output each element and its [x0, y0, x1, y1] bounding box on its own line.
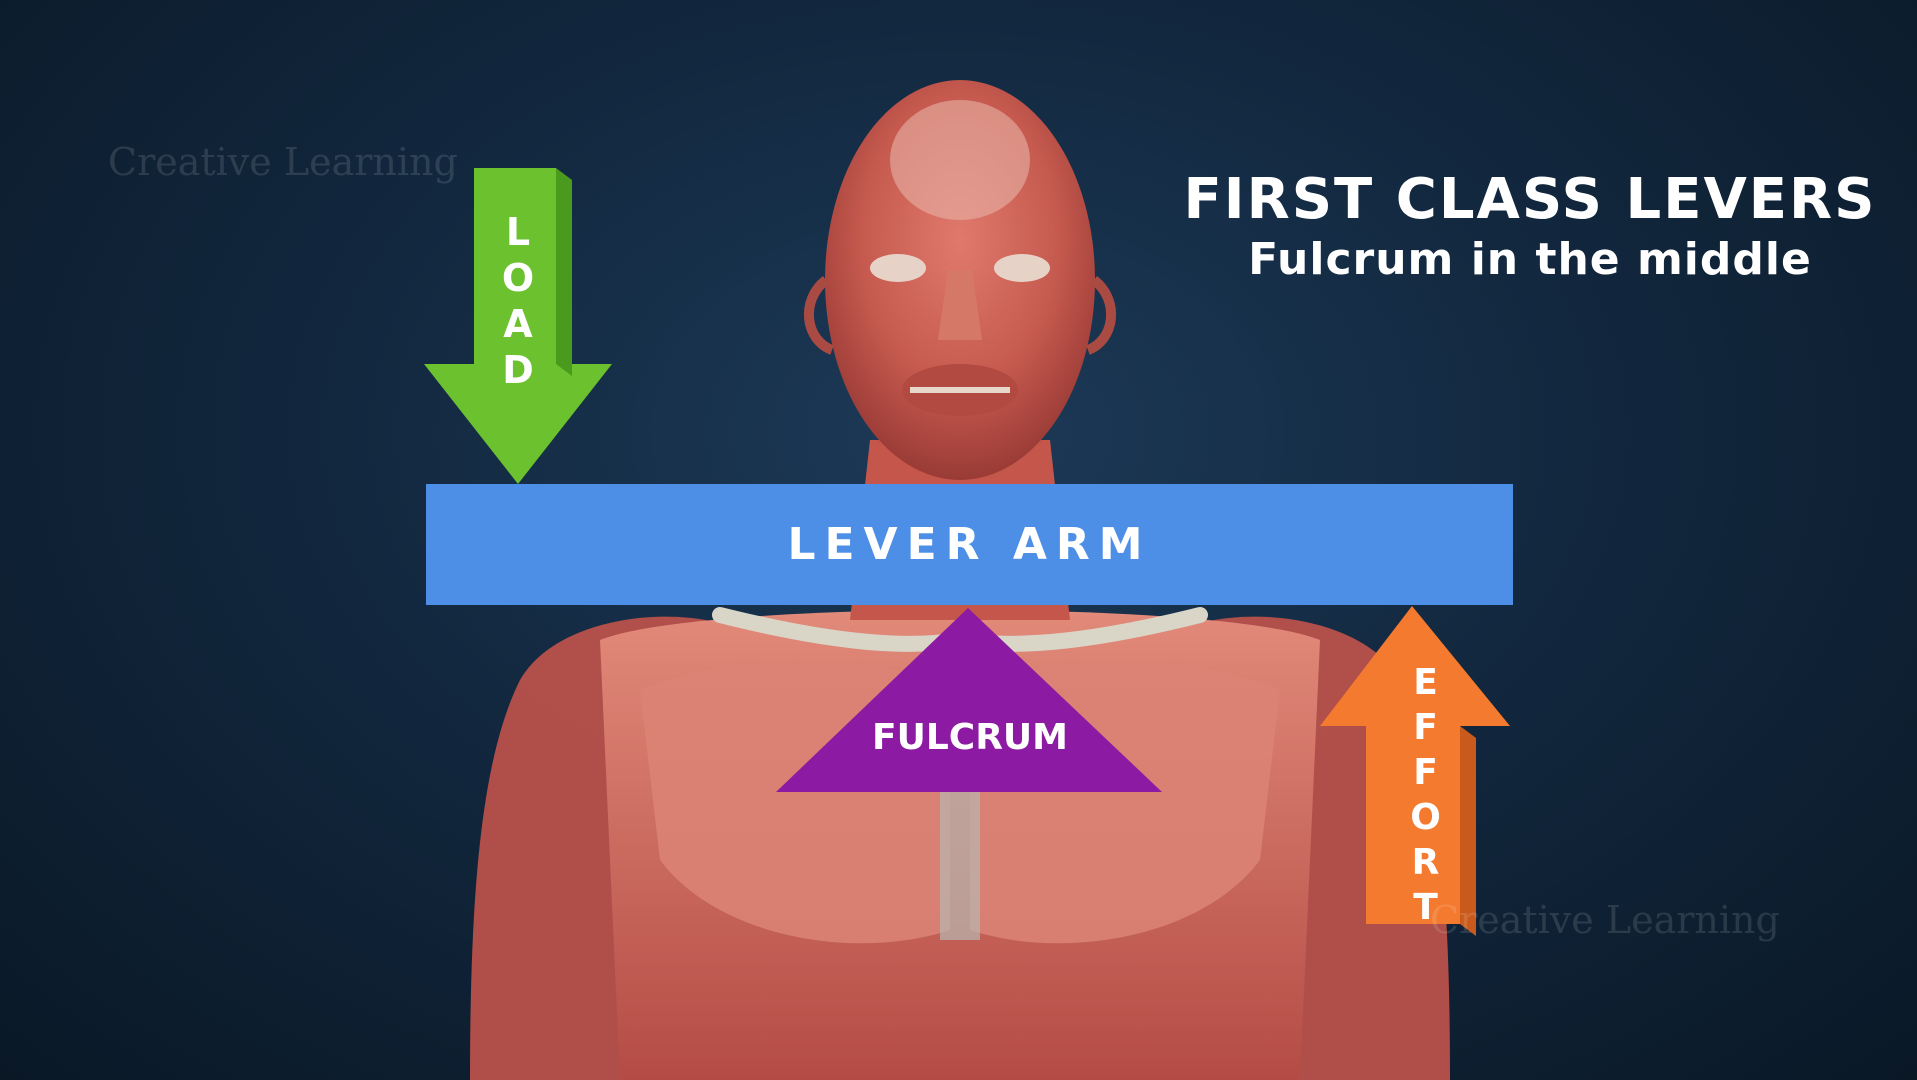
fulcrum-triangle — [776, 608, 1162, 792]
title-block: FIRST CLASS LEVERS Fulcrum in the middle — [1180, 168, 1880, 288]
lever-arm-bar: LEVER ARM — [426, 484, 1513, 605]
effort-label: EFFORT — [1405, 662, 1446, 932]
fulcrum-label: FULCRUM — [872, 717, 1068, 758]
page-subtitle: Fulcrum in the middle — [1248, 234, 1812, 285]
load-arrow — [424, 168, 612, 484]
watermark: Creative Learning — [108, 140, 458, 184]
load-label: LOAD — [496, 210, 540, 394]
page-title: FIRST CLASS LEVERS — [1183, 167, 1877, 232]
lever-arm-label: LEVER ARM — [787, 519, 1152, 570]
watermark: Creative Learning — [1430, 898, 1780, 942]
effort-arrow — [1320, 606, 1510, 936]
